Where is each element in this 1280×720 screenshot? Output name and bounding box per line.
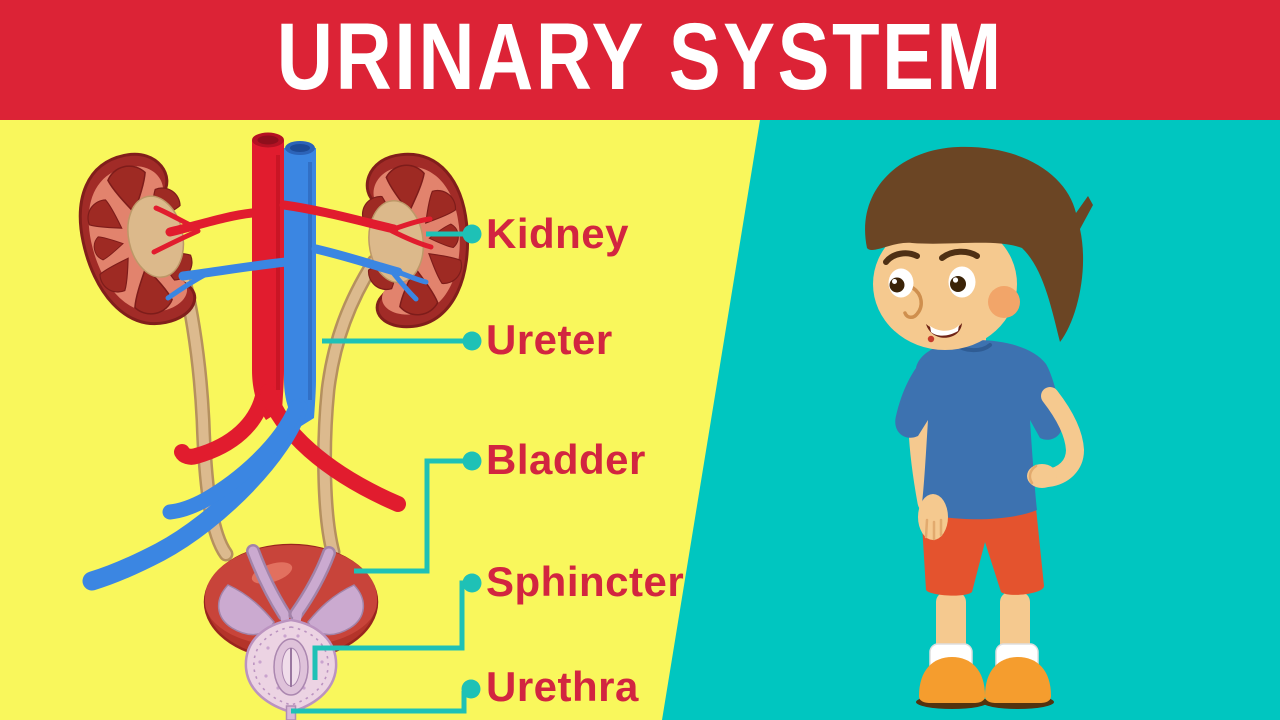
hand-hanging — [918, 494, 948, 541]
leader-dot-urethra — [461, 679, 481, 699]
leader-dot-sphincter — [462, 573, 482, 593]
shoe-left — [919, 657, 985, 703]
eye-left — [888, 268, 914, 298]
eyebrows — [883, 248, 980, 265]
vena-cava — [82, 141, 316, 591]
label-bladder: Bladder — [486, 436, 646, 484]
bladder-shape — [203, 543, 379, 661]
leader-line-urethra — [291, 691, 467, 714]
shirt — [895, 340, 1063, 520]
mouth — [926, 323, 962, 343]
leader-dot-bladder — [462, 451, 482, 471]
label-kidney: Kidney — [486, 210, 630, 258]
leader-dot-kidney — [462, 224, 482, 244]
urinary-diagram — [67, 132, 476, 720]
leader-line-bladder — [354, 458, 464, 574]
label-urethra: Urethra — [486, 663, 639, 711]
aorta — [174, 132, 406, 512]
nose — [903, 286, 923, 319]
leg-left — [936, 592, 966, 654]
shoe-right — [985, 657, 1051, 703]
label-ureter: Ureter — [486, 316, 613, 364]
title-banner: URINARY SYSTEM — [0, 0, 1280, 120]
ureter-right-tube — [317, 254, 382, 560]
label-sphincter: Sphincter — [486, 558, 685, 606]
renal-vessels — [151, 200, 434, 302]
sphincter-shape — [244, 618, 338, 714]
cartoon-boy — [865, 146, 1093, 709]
leader-lines — [291, 224, 482, 714]
shorts — [921, 502, 1044, 596]
arm-on-hip — [1027, 387, 1085, 488]
kidney-left — [67, 145, 208, 336]
hair — [865, 146, 1093, 342]
leg-right — [1000, 592, 1030, 654]
cheek-blush — [988, 286, 1020, 318]
leader-dot-ureter — [462, 331, 482, 351]
page-title: URINARY SYSTEM — [276, 3, 1004, 110]
eye-right — [948, 266, 976, 298]
